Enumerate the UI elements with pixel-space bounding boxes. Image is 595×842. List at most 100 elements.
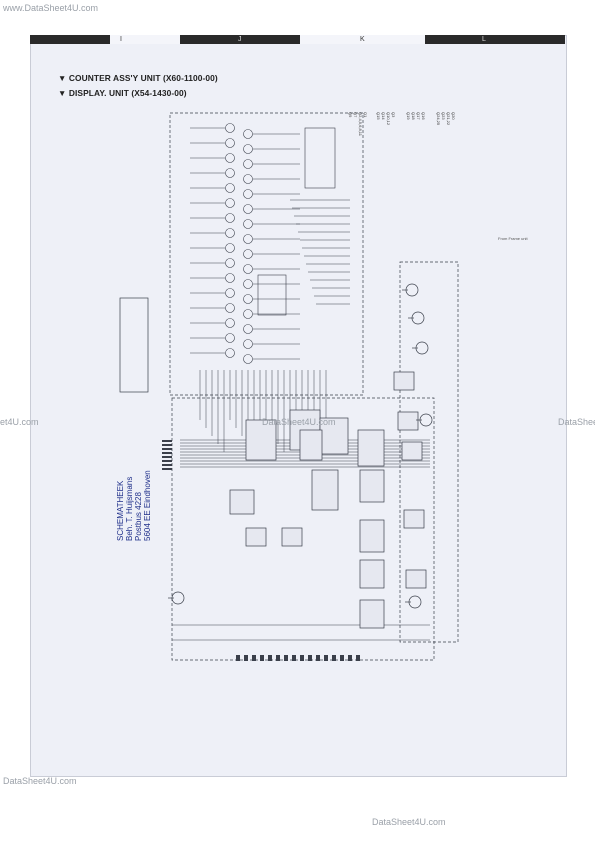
watermark-mid-left: et4U.com [0,417,39,427]
ic-block [359,559,385,589]
digit-transistor [243,249,253,259]
from-frame-note: From Frame unit [498,236,528,241]
digit-transistor [243,294,253,304]
terminal-pin [356,655,360,661]
ic-block [359,599,385,629]
watermark-bottom-left: DataSheet4U.com [3,776,77,786]
digit-transistor [243,339,253,349]
ic-block [359,519,385,553]
ic-blocks [229,371,427,629]
zone-marker-k: K [360,36,365,43]
terminal-pin [308,655,312,661]
ic-block [357,429,385,467]
heading-display-unit: ▼ DISPLAY. UNIT (X54-1430-00) [58,88,187,98]
digit-transistor [225,243,235,253]
digit-transistor [243,174,253,184]
terminal-pin [162,456,172,458]
terminal-pin [162,464,172,466]
terminal-pins [162,440,360,661]
digit-transistor [225,333,235,343]
terminal-pin [244,655,248,661]
heading-counter-unit: ▼ COUNTER ASS'Y UNIT (X60-1100-00) [58,73,218,83]
digit-transistor [243,159,253,169]
terminal-pin [162,460,172,462]
terminal-pin [162,440,172,442]
schematic-headings: ▼ COUNTER ASS'Y UNIT (X60-1100-00) ▼ DIS… [58,73,218,103]
terminal-pin [162,448,172,450]
ic-block [403,509,425,529]
digit-transistor [225,168,235,178]
terminal-pin [284,655,288,661]
digit-transistor [225,273,235,283]
terminal-pin [276,655,280,661]
digit-transistor [225,288,235,298]
terminal-pin [252,655,256,661]
terminal-pin [260,655,264,661]
terminal-pin [162,444,172,446]
ic-block [405,569,427,589]
stamp-line-2: Beh. T. Huijsmans [125,476,134,541]
terminal-pin [300,655,304,661]
watermark-bottom-right: DataSheet4U.com [372,817,446,827]
digit-transistor [243,219,253,229]
zone-bar-seg [30,35,110,44]
ic-block [245,419,277,461]
digit-transistor [243,234,253,244]
zone-marker-l: L [482,36,486,43]
scanned-sheet [30,35,567,777]
stamp-line-1: SCHEMATHEEK [116,480,125,541]
watermark-mid-center: DataSheet4U.com [262,417,336,427]
digit-transistor [243,204,253,214]
terminal-pin [324,655,328,661]
ic-block [281,527,303,547]
digit-transistor [243,264,253,274]
digit-transistor [225,153,235,163]
ic-block [397,411,419,431]
terminal-pin [162,468,172,470]
watermark-mid-right: DataShee [558,417,595,427]
digit-transistor [225,138,235,148]
display-unit-boundary [169,112,364,396]
ic-block [229,489,255,515]
terminal-pin [348,655,352,661]
digit-transistor [243,309,253,319]
stamp-line-3: Postbus 4228 [134,492,143,541]
terminal-pin [268,655,272,661]
ic-block [311,469,339,511]
ic-block [299,429,323,461]
terminal-pin [332,655,336,661]
terminal-pin [292,655,296,661]
digit-transistor [225,318,235,328]
watermark-top-left: www.DataSheet4U.com [3,3,99,13]
terminal-pin [236,655,240,661]
digit-transistor [225,123,235,133]
segment-driver [304,127,336,189]
terminal-pin [340,655,344,661]
digit-transistor [243,324,253,334]
zone-marker-i: I [120,36,122,43]
schematheek-stamp: SCHEMATHEEK Beh. T. Huijsmans Postbus 42… [116,470,152,541]
digit-transistor [225,213,235,223]
digit-transistor [243,189,253,199]
digit-transistor [243,144,253,154]
stamp-line-4: 5604 EE Eindhoven [143,470,152,541]
terminal-pin [316,655,320,661]
digit-transistor [225,228,235,238]
digit-transistor [225,183,235,193]
digit-transistor [225,198,235,208]
digit-transistor [243,279,253,289]
zone-marker-j: J [238,36,242,43]
zone-bar: I J K L [30,35,565,44]
display-connector [257,274,287,316]
digit-transistor [225,258,235,268]
zone-bar-seg [425,35,565,44]
digit-transistor [225,348,235,358]
ic-block [393,371,415,391]
ic-block [359,469,385,503]
ic-block [401,441,423,461]
